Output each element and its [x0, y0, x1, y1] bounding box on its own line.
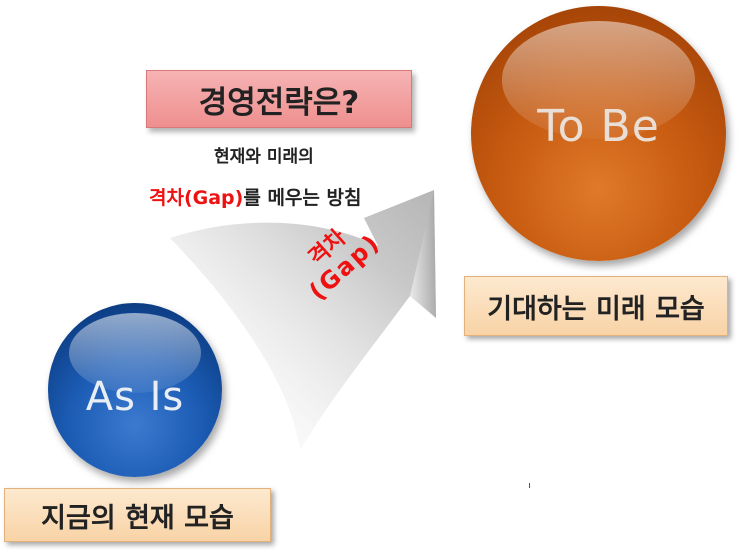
- gap-arrow-head-edge: [410, 190, 436, 318]
- strategy-title: 경영전략은?: [146, 70, 412, 128]
- to-be-caption-text: 기대하는 미래 모습: [487, 293, 705, 325]
- to-be-sphere: To Be: [471, 6, 726, 261]
- stray-mark: [529, 483, 530, 488]
- description-line-2: 격차(Gap)를 메우는 방침: [149, 183, 361, 210]
- gap-arrow-body: [170, 190, 436, 450]
- as-is-caption-text: 지금의 현재 모습: [41, 502, 234, 534]
- as-is-sphere: As Is: [48, 303, 222, 477]
- description-line-1: 현재와 미래의: [214, 147, 314, 167]
- as-is-sphere-highlight: [68, 313, 202, 394]
- to-be-caption: 기대하는 미래 모습: [464, 276, 728, 336]
- description-line-2-rest: 를 메우는 방침: [243, 187, 362, 209]
- as-is-label: As Is: [85, 374, 185, 420]
- to-be-sphere-highlight: [501, 21, 696, 139]
- to-be-label: To Be: [537, 101, 660, 152]
- as-is-caption: 지금의 현재 모습: [4, 488, 271, 542]
- description-gap-term: 격차(Gap): [149, 187, 244, 209]
- strategy-title-text: 경영전략은?: [198, 84, 360, 121]
